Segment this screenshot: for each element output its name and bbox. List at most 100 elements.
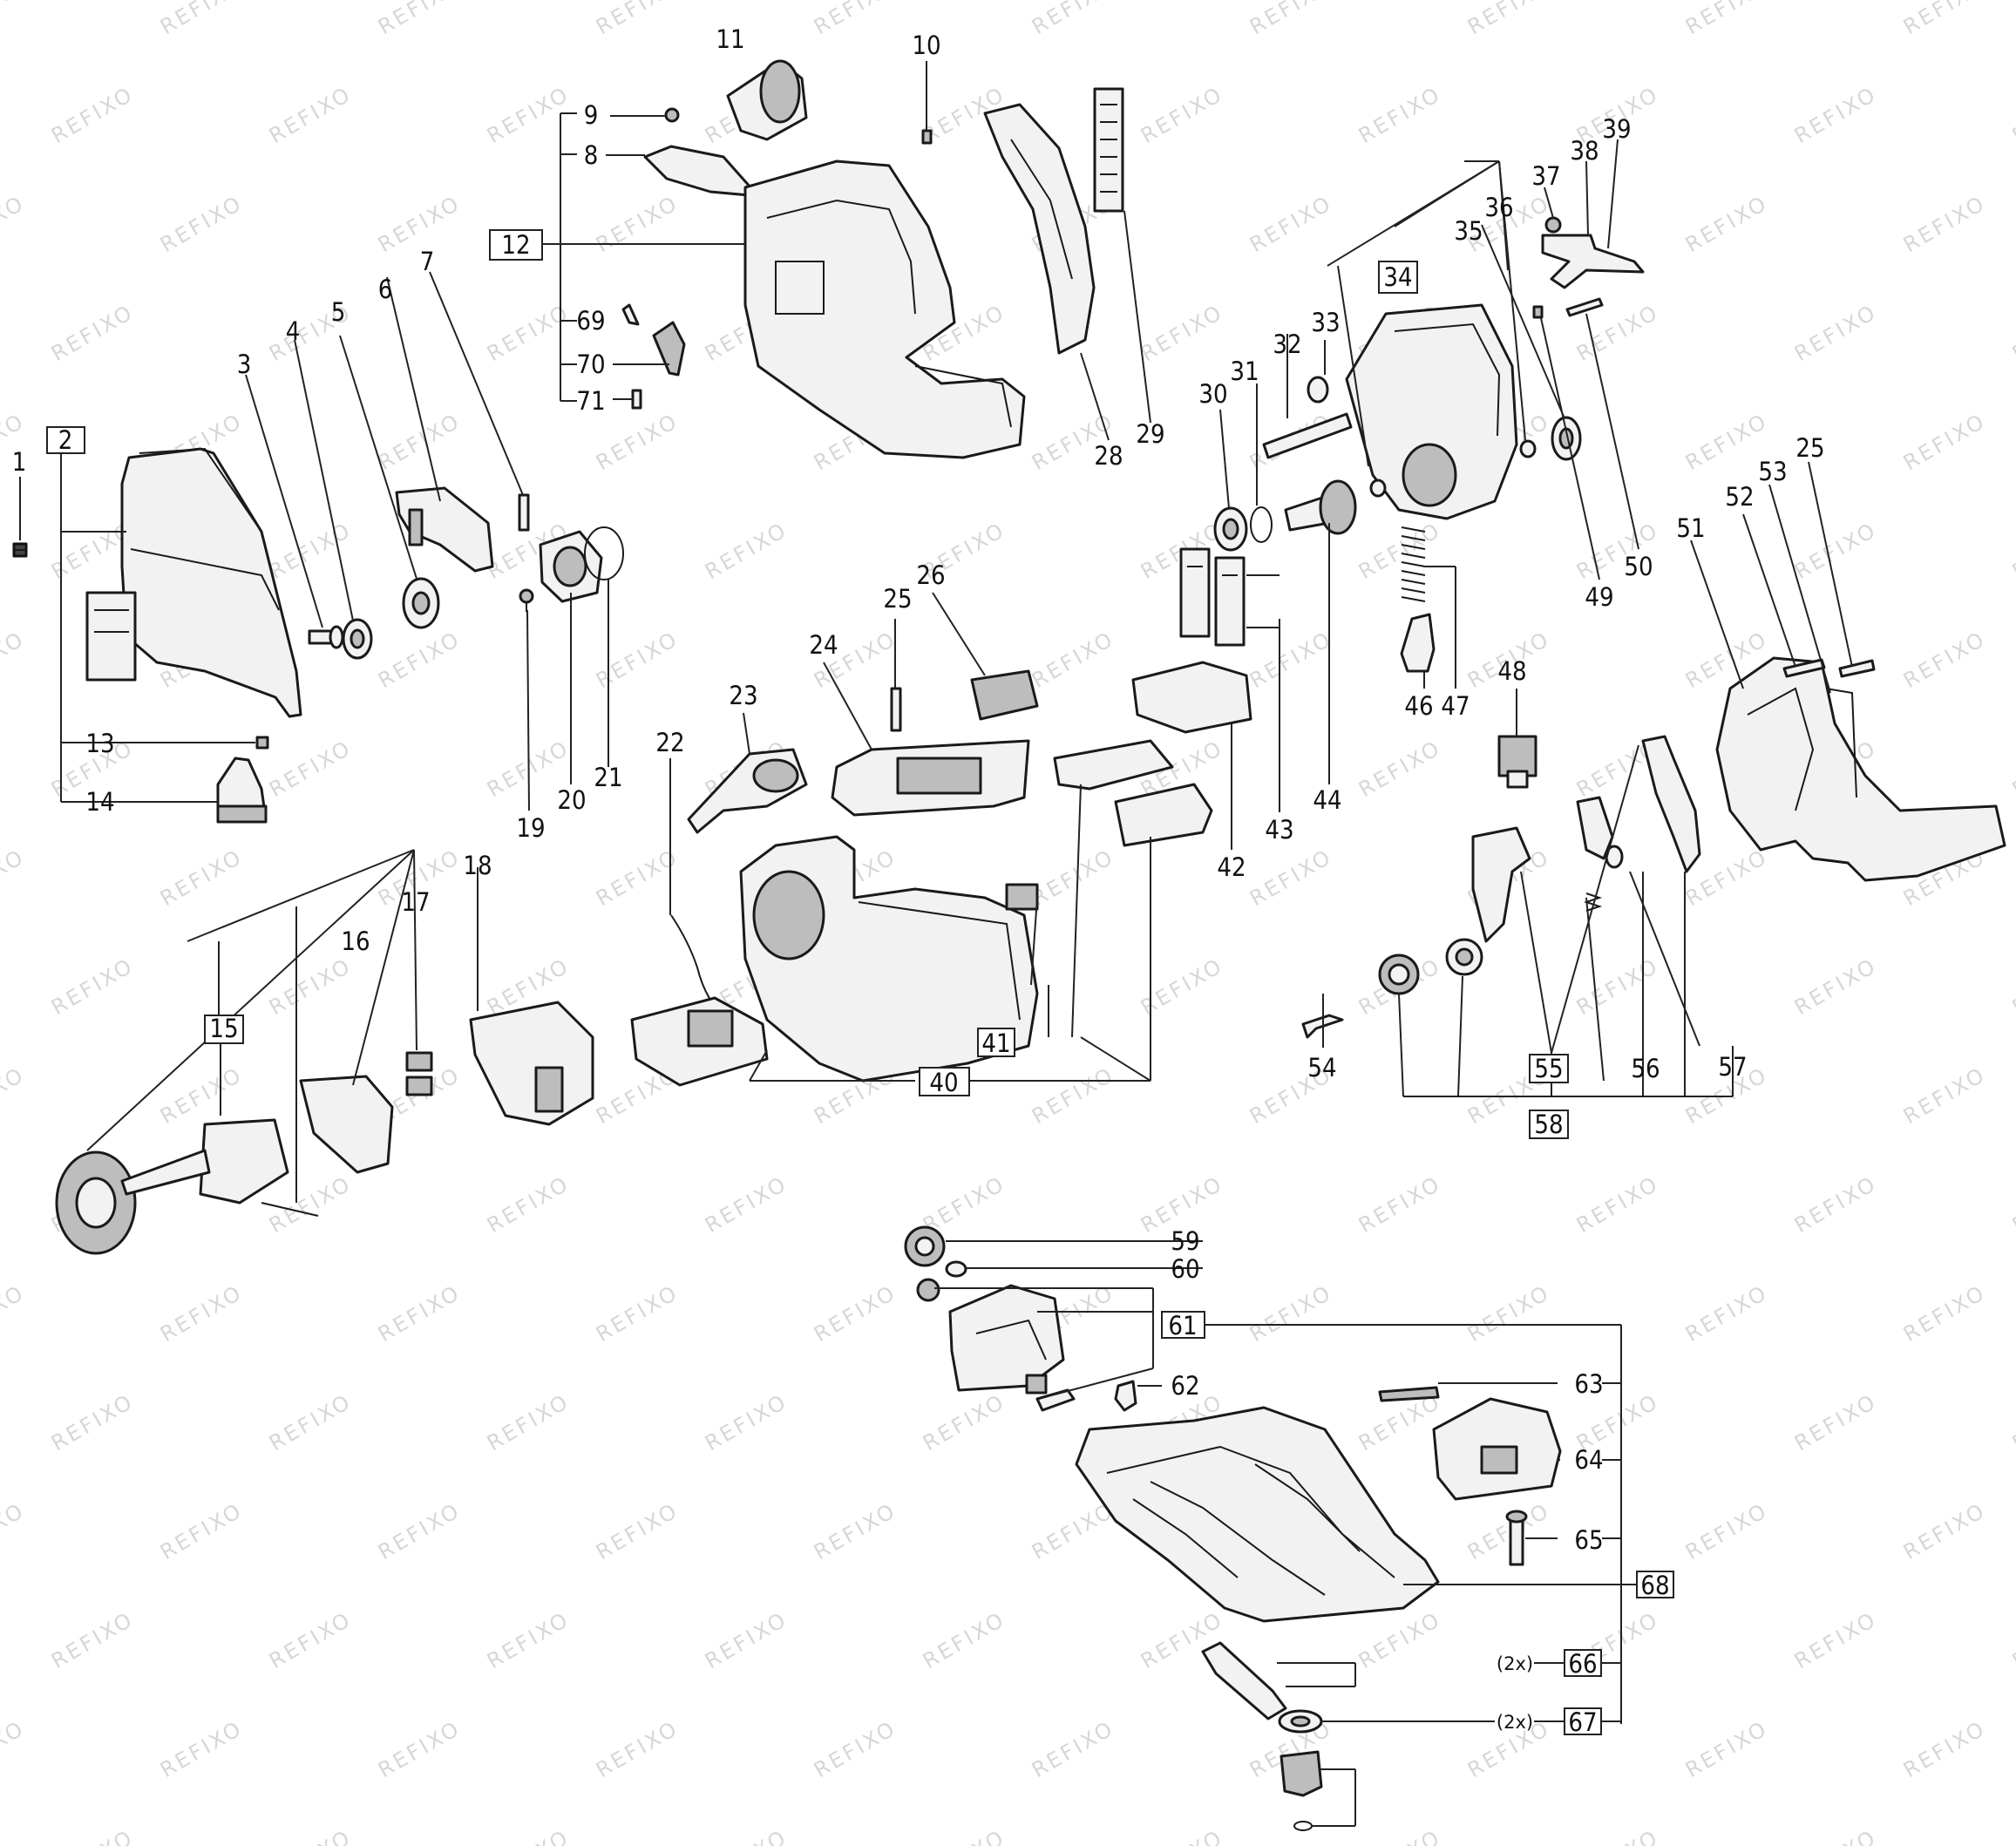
box-58: [1529, 1110, 1569, 1139]
watermark-text: REFIXO: [1790, 1825, 1882, 1846]
part-41-label: [1005, 883, 1039, 911]
part-53-key: [1825, 688, 1857, 798]
watermark-text: REFIXO: [919, 1607, 1010, 1674]
part-6-bracket: [395, 486, 494, 573]
watermark-text: REFIXO: [1463, 0, 1555, 39]
part-35-plug-b: [1519, 439, 1537, 458]
watermark-text: REFIXO: [47, 954, 139, 1021]
watermark-text: REFIXO: [374, 1280, 465, 1347]
part-34-gear-housing: [1345, 303, 1518, 520]
part-38-39-lock: [1541, 234, 1645, 289]
label-69: 69: [576, 306, 605, 336]
watermark-text: REFIXO: [156, 1716, 248, 1783]
label-16: 16: [341, 926, 370, 956]
watermark-text: REFIXO: [156, 0, 248, 39]
watermark-text: REFIXO: [1790, 518, 1882, 585]
watermark-text: REFIXO: [2008, 954, 2016, 1021]
label-47: 47: [1441, 691, 1470, 721]
box-66: [1564, 1649, 1602, 1677]
watermark-text: REFIXO: [1354, 1171, 1446, 1239]
part-5-flange: [402, 577, 440, 629]
label-52: 52: [1725, 482, 1754, 512]
watermark-text: REFIXO: [2008, 82, 2016, 149]
watermark-text: REFIXO: [1246, 0, 1337, 39]
part-37-screw: [1544, 216, 1562, 234]
watermark-text: REFIXO: [1137, 82, 1228, 149]
label-25a: 25: [883, 584, 912, 614]
part-61-angle-bracket: [916, 1278, 1065, 1392]
label-19: 19: [516, 813, 545, 843]
label-10: 10: [912, 31, 940, 60]
part-35-plug-a: [1369, 478, 1387, 498]
part-49-screw: [1532, 305, 1544, 319]
watermark-text: REFIXO: [592, 409, 683, 476]
label-56: 56: [1631, 1054, 1660, 1083]
label-61: 61: [1168, 1311, 1197, 1340]
box-15: [204, 1015, 244, 1044]
part-44-gear-shaft: [1284, 479, 1357, 535]
watermark-text: REFIXO: [374, 627, 465, 694]
part-17-brushes: [405, 1051, 433, 1096]
watermark-text: REFIXO: [592, 1280, 683, 1347]
part-40-motor-housing: [739, 835, 1039, 1082]
part-41-battery-terminal: [1053, 739, 1213, 847]
label-37: 37: [1531, 161, 1560, 191]
watermark-text: REFIXO: [374, 409, 465, 476]
watermark-text: REFIXO: [1899, 191, 1991, 258]
watermark-text: REFIXO: [701, 1607, 792, 1674]
part-47-spring: [1401, 526, 1426, 602]
watermark-text: REFIXO: [701, 1825, 792, 1846]
watermark-text: REFIXO: [2008, 1389, 2016, 1456]
watermark-text: REFIXO: [1572, 1171, 1664, 1239]
watermark-text: REFIXO: [265, 954, 356, 1021]
watermark-text: REFIXO: [1246, 191, 1337, 258]
part-40-electronics: [630, 996, 769, 1087]
part-60-washer: [945, 1260, 967, 1278]
watermark-text: REFIXO: [1681, 1498, 1773, 1565]
box-67: [1564, 1707, 1602, 1735]
label-49: 49: [1585, 582, 1613, 612]
watermark-text: REFIXO: [592, 1498, 683, 1565]
watermark-text: REFIXO: [810, 1716, 901, 1783]
label-3: 3: [237, 350, 252, 379]
part-23-handle-cover: [687, 748, 808, 834]
part-62-bolt: [1114, 1380, 1137, 1412]
watermark-text: REFIXO: [265, 736, 356, 803]
part-21-oring: [584, 526, 624, 580]
watermark-text: REFIXO: [1354, 518, 1446, 585]
part-65-pin: [1505, 1510, 1528, 1566]
watermark-text: REFIXO: [0, 1498, 30, 1565]
label-41: 41: [981, 1028, 1010, 1058]
label-8: 8: [584, 140, 599, 170]
quantity-66: (2x): [1497, 1653, 1533, 1674]
part-43-contacts: [1179, 547, 1246, 647]
watermark-text: REFIXO: [1028, 627, 1119, 694]
watermark-text: REFIXO: [1354, 1825, 1446, 1846]
watermark-text: REFIXO: [1899, 1280, 1991, 1347]
watermark-text: REFIXO: [1354, 736, 1446, 803]
watermark-text: REFIXO: [1899, 1716, 1991, 1783]
label-22: 22: [655, 728, 684, 757]
watermark-text: REFIXO: [1028, 845, 1119, 912]
part-51-rear-handle: [1715, 656, 2006, 882]
part-46-trigger: [1400, 613, 1436, 673]
part-1-screw: [12, 542, 28, 558]
watermark-text: REFIXO: [1790, 82, 1882, 149]
part-42-terminal: [1131, 661, 1252, 734]
watermark-text: REFIXO: [156, 1062, 248, 1130]
watermark-text: REFIXO: [47, 1825, 139, 1846]
label-39: 39: [1602, 114, 1631, 144]
part-29-ruler: [1093, 87, 1124, 213]
watermark-text: REFIXO: [1899, 1062, 1991, 1130]
watermark-text: REFIXO: [0, 1280, 30, 1347]
label-66: 66: [1568, 1649, 1597, 1679]
part-2-guard: [85, 447, 302, 718]
watermark-text: REFIXO: [265, 82, 356, 149]
label-12: 12: [501, 230, 530, 260]
part-10-screw: [921, 129, 933, 145]
watermark-text: REFIXO: [1028, 1498, 1119, 1565]
watermark-text: REFIXO: [483, 1171, 574, 1239]
watermark-text: REFIXO: [156, 1498, 248, 1565]
watermark-text: REFIXO: [47, 1607, 139, 1674]
